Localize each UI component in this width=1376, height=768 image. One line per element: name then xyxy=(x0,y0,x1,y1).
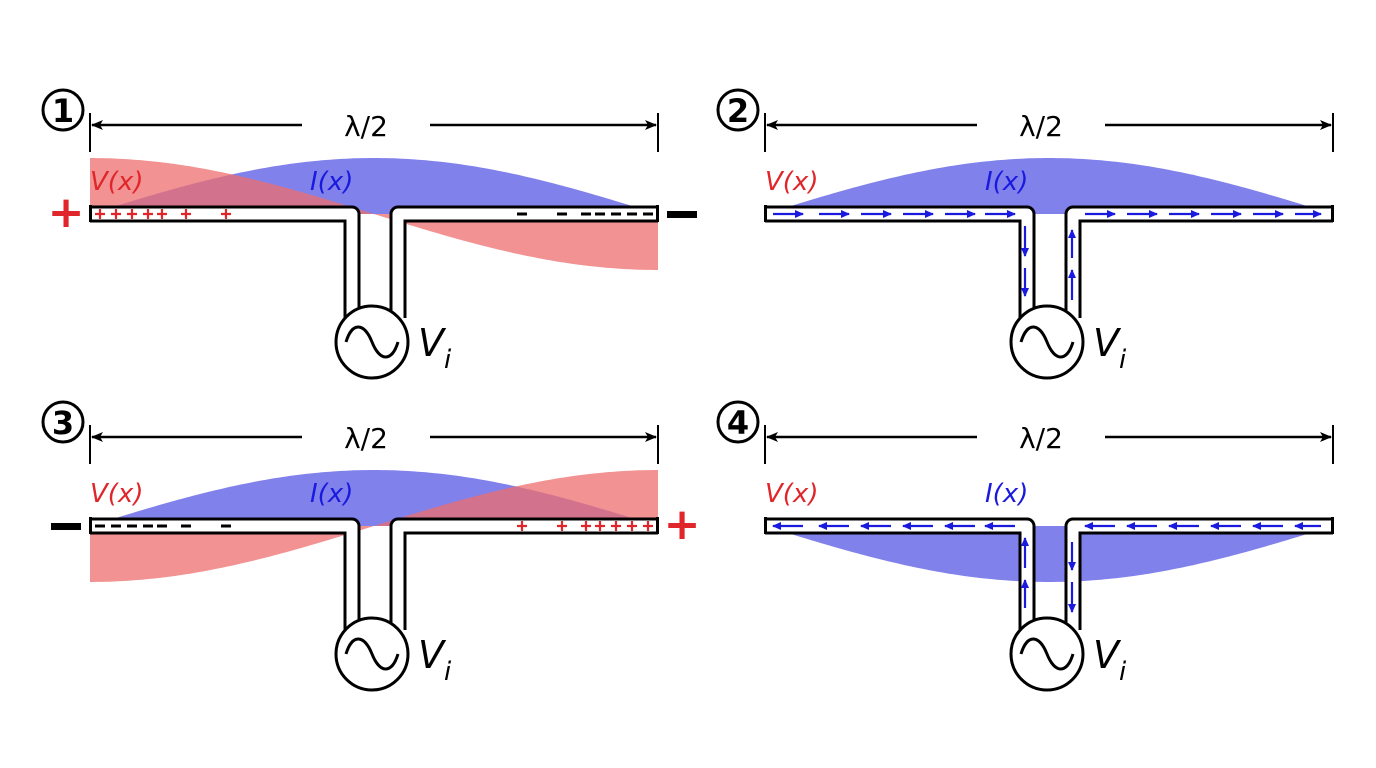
voltage-label: V(x) xyxy=(90,167,143,197)
right-end-cap xyxy=(656,517,659,534)
source-label-main: V xyxy=(1093,633,1122,677)
stray-mark: – xyxy=(432,422,444,450)
plus-charge xyxy=(595,521,605,531)
source-label: Vi xyxy=(418,633,452,687)
plus-charge xyxy=(143,209,153,219)
panel-number: 1 xyxy=(52,92,74,130)
left-end-sign-minus xyxy=(51,523,81,530)
current-distribution xyxy=(765,158,1333,214)
right-arm-outline xyxy=(1064,205,1333,318)
source-label: Vi xyxy=(1093,321,1127,375)
current-label: I(x) xyxy=(985,167,1028,197)
plus-charge xyxy=(181,209,191,219)
sine-wave-icon xyxy=(344,637,400,671)
dimension-label: λ/2 xyxy=(1019,110,1063,143)
voltage-distribution xyxy=(90,470,658,582)
current-label: I(x) xyxy=(310,167,353,197)
plus-charge xyxy=(627,521,637,531)
plus-charge xyxy=(221,209,231,219)
voltage-label: V(x) xyxy=(765,167,818,197)
voltage-distribution xyxy=(90,158,658,270)
source-label-main: V xyxy=(418,321,447,365)
panel-2: 2 λ/2Vi V(x) I(x) xyxy=(716,88,1334,380)
source-label-subscript: i xyxy=(444,345,452,375)
panel-number-badge xyxy=(41,400,85,444)
right-end-sign-minus xyxy=(667,211,697,218)
left-end-sign: + xyxy=(48,187,85,238)
source-label-subscript: i xyxy=(444,657,452,687)
plus-charge xyxy=(517,521,527,531)
left-arm xyxy=(90,520,358,630)
sine-wave-icon xyxy=(1019,325,1075,359)
right-end-cap xyxy=(656,205,659,222)
right-arm xyxy=(392,208,658,318)
plus-charge xyxy=(643,521,653,531)
left-arm xyxy=(90,208,358,318)
source-label-main: V xyxy=(418,633,447,677)
left-end-cap xyxy=(89,205,92,222)
left-arm xyxy=(765,520,1033,630)
left-end-cap xyxy=(764,205,767,222)
plus-charge xyxy=(157,209,167,219)
right-arm xyxy=(392,520,658,630)
voltage-label: V(x) xyxy=(765,479,818,509)
panel-number: 3 xyxy=(52,404,74,442)
right-arm-outline xyxy=(389,517,658,630)
panel-number-badge xyxy=(41,88,85,132)
plus-charge xyxy=(581,521,591,531)
panel-number-badge xyxy=(716,88,760,132)
plus-charge xyxy=(95,209,105,219)
right-arm xyxy=(1067,208,1333,318)
source-label-subscript: i xyxy=(1119,345,1127,375)
dimension-label: λ/2 xyxy=(344,422,388,455)
left-arm xyxy=(765,208,1033,318)
voltage-label: V(x) xyxy=(90,479,143,509)
current-label: I(x) xyxy=(985,479,1028,509)
panel-number-badge xyxy=(716,400,760,444)
left-arm-outline xyxy=(90,205,361,318)
source-label-main: V xyxy=(1093,321,1122,365)
sine-wave-icon xyxy=(344,325,400,359)
dimension-label: λ/2 xyxy=(344,110,388,143)
plus-charge xyxy=(611,521,621,531)
right-end-cap xyxy=(1331,205,1334,222)
sine-wave-icon xyxy=(1019,637,1075,671)
source-label: Vi xyxy=(418,321,452,375)
plus-charge xyxy=(127,209,137,219)
left-end-cap xyxy=(89,517,92,534)
panel-number: 4 xyxy=(727,404,749,442)
left-arm-outline xyxy=(765,205,1036,318)
source-label: Vi xyxy=(1093,633,1127,687)
right-end-sign: + xyxy=(664,499,701,550)
panel-number: 2 xyxy=(727,92,749,130)
panel-3: 3 λ/2 – Vi V(x) I(x) + xyxy=(41,400,701,692)
current-distribution xyxy=(765,526,1333,582)
dimension-label: λ/2 xyxy=(1019,422,1063,455)
panel-1: 1 λ/2Vi V(x) I(x) + xyxy=(41,88,697,380)
panel-4: 4 λ/2Vi V(x) I(x) xyxy=(716,400,1334,692)
plus-charge xyxy=(557,521,567,531)
source-label-subscript: i xyxy=(1119,657,1127,687)
current-label: I(x) xyxy=(310,479,353,509)
right-end-cap xyxy=(1331,517,1334,534)
left-end-cap xyxy=(764,517,767,534)
plus-charge xyxy=(111,209,121,219)
